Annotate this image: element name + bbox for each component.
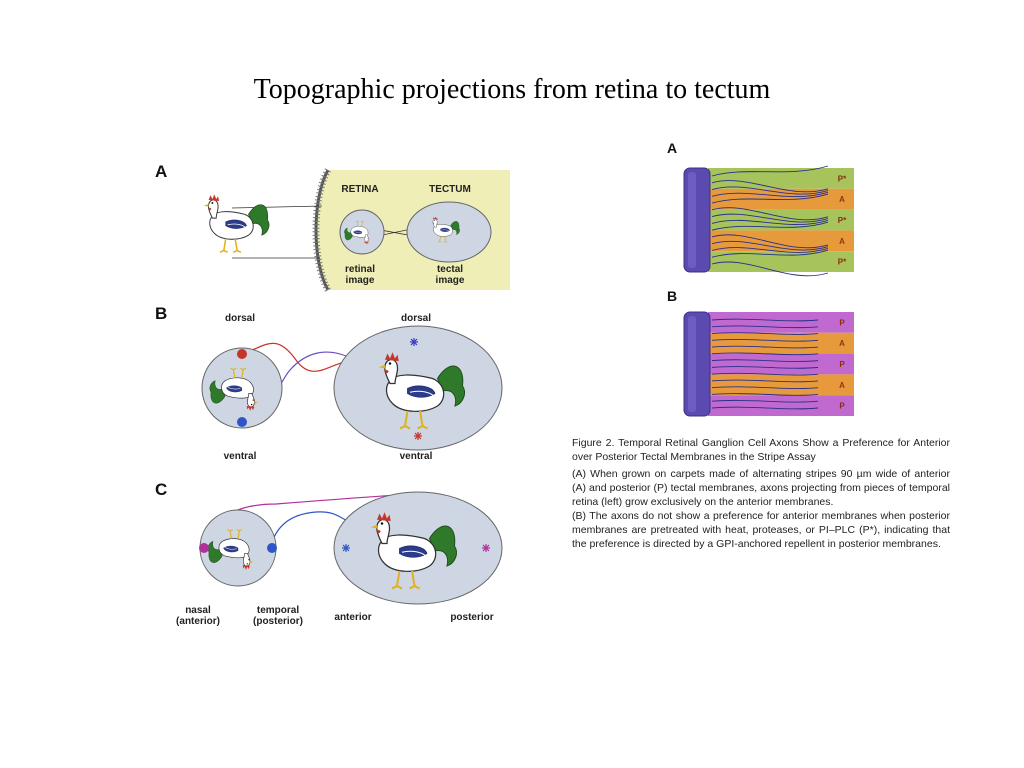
stripe-a-stripe-1 [708,168,854,189]
stripe-b-stripe-label: A [839,381,845,390]
dorsal-left-label: dorsal [224,313,256,324]
stripe-a-axon [711,193,829,204]
stripe-b-axon [711,359,819,362]
panel-a-diagram [203,168,510,292]
stripe-a-axon [711,186,829,195]
nasal-dot [199,543,209,553]
stripe-a-letter: A [667,140,678,156]
stripe-b-stripe-5 [708,395,854,416]
tectum-label: TECTUM [429,184,471,195]
stripe-b-axon [711,352,819,356]
stripe-a-retina-explant [683,167,711,273]
stripe-a-axon [711,213,829,223]
stripe-b-retina-highlight [688,316,696,412]
panel-c-letter: C [155,480,168,499]
dorsal-termination-star [410,338,418,346]
stripe-b-stripe-label: A [839,339,845,348]
caption-paragraph-a: (A) When grown on carpets made of altern… [572,468,950,508]
stripe-a-stripe-4 [708,230,854,252]
stripe-b-axon [711,325,819,329]
posterior-label: posterior [450,612,494,623]
stripe-a-axon [711,249,829,258]
stripe-b-stripe-label: P [839,402,845,411]
stripe-b-axon [711,318,819,322]
stripe-a-axon [711,219,829,225]
stripe-a-stripe-label: A [839,195,845,204]
stripe-b-letter: B [667,288,678,304]
dorsal-dot [237,349,247,359]
stripe-a-stripe-label: P* [838,174,847,183]
stripe-b-axon [711,379,819,383]
stripe-b-axon [711,332,819,335]
panel-b-letter: B [155,304,168,323]
stripe-b-axon [711,393,819,396]
temporal-label: temporal (posterior) [253,605,303,627]
anterior-label: anterior [334,612,372,623]
panel-b-diagram [201,325,503,451]
panel-c-diagram [199,491,503,605]
stripe-a-axon [711,240,829,251]
stripe-a-axon [711,207,829,221]
posterior-termination-star [482,544,490,552]
stripe-a-retina-highlight [688,172,696,268]
stripe-a-stripe-5 [708,251,854,272]
stripe-a-axon [711,191,829,198]
tectal-image-label: tectal image [435,264,465,286]
dorsal-right-label: dorsal [400,313,432,324]
stripe-a-axon [711,261,829,277]
stripe-b-stripe-3 [708,353,854,375]
stripe-b-stripe-label: P [839,360,845,369]
retinal-image-label: retinal image [344,264,376,286]
temporal-dot [267,543,277,553]
stripe-a-axon [711,165,829,177]
slide-title: Topographic projections from retina to t… [253,74,771,105]
ventral-left-label: ventral [223,451,257,462]
stripe-b-axon [711,366,819,369]
figure-caption: Figure 2. Temporal Retinal Ganglion Cell… [572,436,950,551]
stripe-a-axon [711,234,829,249]
ventral-termination-star [414,432,422,440]
stripe-b-stripe-label: P [839,318,845,327]
stripe-b-axon [711,339,819,342]
caption-paragraph-b: (B) The axons do not show a preference f… [572,510,950,550]
stripe-b-axon [711,399,819,403]
rooster-figure [203,193,270,254]
stripe-a-axon [711,221,829,231]
stripe-a-stripe-label: P* [838,258,847,267]
retina-arc [314,169,330,291]
caption-title: Figure 2. Temporal Retinal Ganglion Cell… [572,437,950,463]
stripe-b-stripe-2 [708,332,854,354]
stripe-b-retina-explant [683,311,711,417]
stripe-b-axon [711,406,819,410]
panel-a-letter: A [155,162,168,181]
stripe-b-stripe-1 [708,312,854,333]
stripe-a-stripe-label: P* [838,216,847,225]
stripe-b-stripe-4 [708,374,854,396]
stripe-assay-b: P A P A P [683,311,854,417]
ventral-right-label: ventral [399,451,433,462]
stripe-b-axon [711,372,819,376]
stripe-b-axon [711,386,819,389]
anterior-termination-star [342,544,350,552]
stripe-b-axon [711,345,819,349]
stripe-a-axon [711,180,829,193]
retina-label: RETINA [341,184,379,195]
stripe-a-axon [711,247,829,253]
stripe-assay-a: P* A P* A P* [683,165,854,277]
nasal-label: nasal (anterior) [176,605,220,627]
ventral-dot [237,417,247,427]
stripe-a-stripe-label: A [839,237,845,246]
